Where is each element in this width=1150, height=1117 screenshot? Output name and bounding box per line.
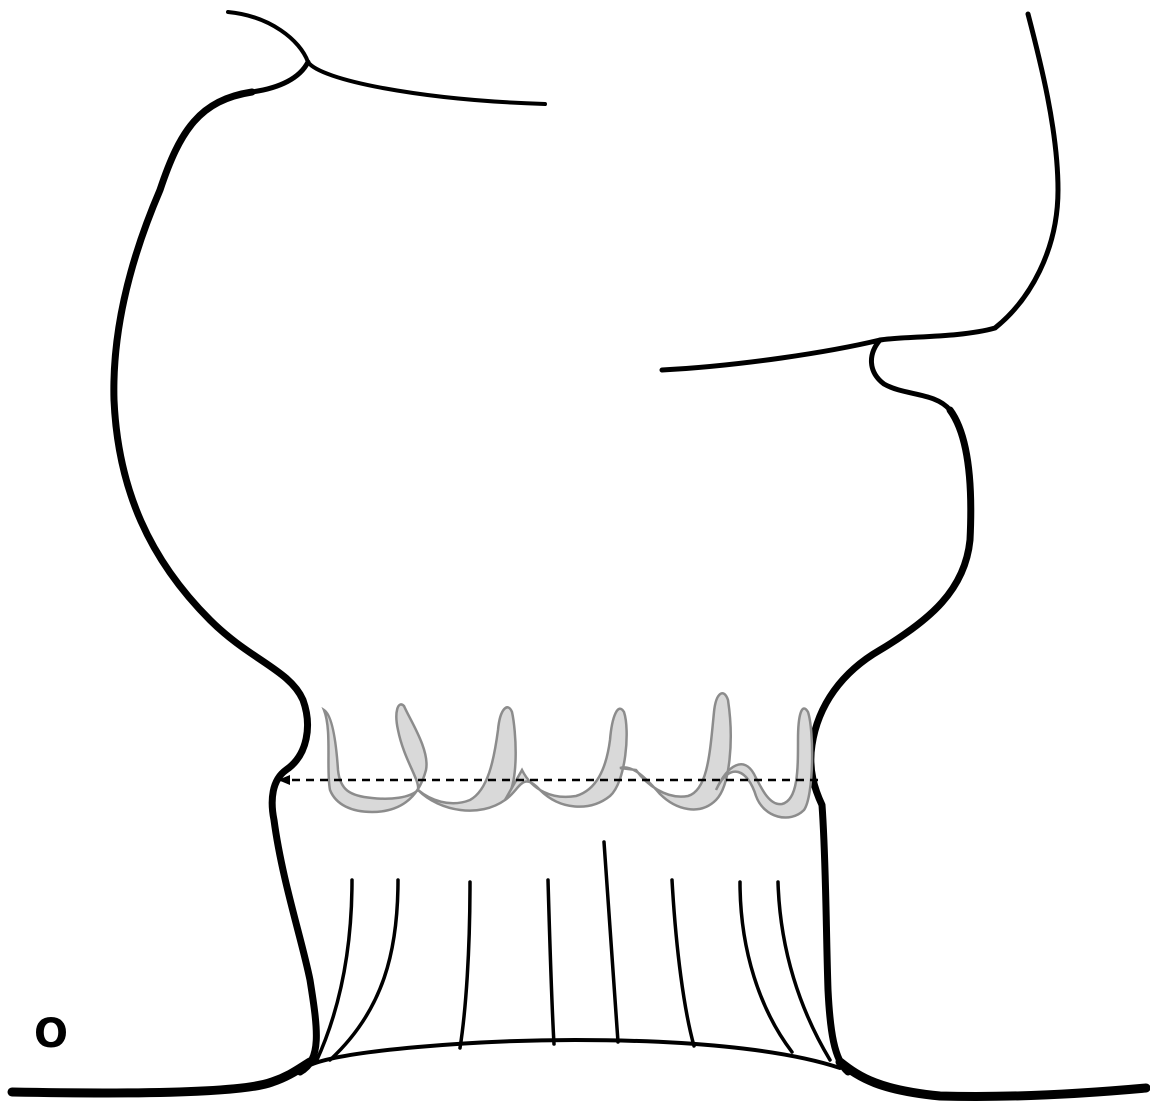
tooth-3 xyxy=(505,709,627,807)
tooth-4 xyxy=(620,693,731,809)
pleat-line xyxy=(672,880,694,1046)
upper-right-lip-outline xyxy=(662,14,1058,370)
left-body-wall xyxy=(114,92,317,1072)
pleat-line xyxy=(460,882,470,1048)
teeth-band xyxy=(324,704,427,812)
pleat-line xyxy=(740,882,792,1052)
tooth-2 xyxy=(418,707,516,810)
pleat-line xyxy=(548,880,554,1044)
right-notch xyxy=(871,340,950,410)
base-floor xyxy=(308,1040,840,1068)
pleat-line xyxy=(778,882,830,1060)
upper-left-lip-outline xyxy=(228,12,545,104)
base-left-flange xyxy=(12,1062,310,1093)
panel-label: O xyxy=(34,1014,68,1054)
right-body-wall xyxy=(811,410,971,1072)
pleat-line xyxy=(604,842,618,1042)
pleat-line xyxy=(330,880,398,1060)
base-right-flange xyxy=(840,1062,1146,1097)
upper-left-lip-tip xyxy=(252,62,308,92)
pleat-line xyxy=(316,880,352,1062)
